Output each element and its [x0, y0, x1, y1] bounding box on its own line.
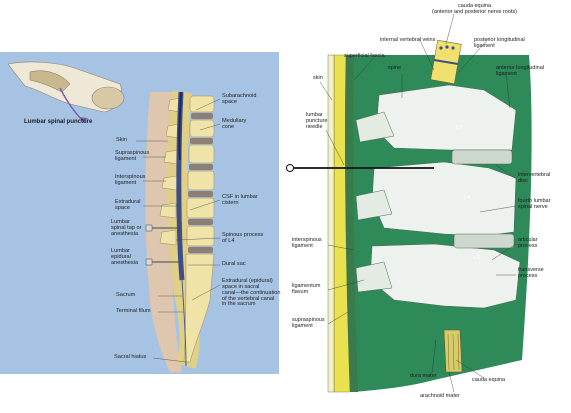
- label-l4: L4: [464, 195, 471, 201]
- label-dura: dura mater: [410, 373, 437, 379]
- label-sacrum: Sacrum: [116, 292, 136, 298]
- label-spine: spine: [388, 65, 402, 71]
- label-terminal-filum: Terminal filum: [116, 308, 151, 314]
- label-internal-veins: internal vertebral veins: [380, 37, 436, 43]
- label-skin: Skin: [116, 137, 127, 143]
- label-sacral-hiatus: Sacral hiatus: [114, 354, 147, 360]
- label-skin-r: skin: [313, 75, 323, 81]
- vertebral-column: [145, 90, 215, 369]
- spinal-cord: [178, 91, 182, 161]
- label-lumbar-needle: lumbar puncture needle: [306, 112, 328, 130]
- left-panel: Lumbar spinal puncture Skin Supraspinous…: [0, 0, 281, 413]
- label-csf: CSF in lumbar cistern: [222, 194, 258, 206]
- left-background: [0, 52, 279, 374]
- label-cauda-top: cauda equina (anterior and posterior ner…: [432, 3, 517, 15]
- label-lumbar-tap: Lumbar spinal tap or anesthesia: [111, 219, 142, 237]
- label-supraspinous: Supraspinous ligament: [115, 150, 150, 162]
- right-illustration: [284, 0, 571, 413]
- label-spinous: Spinous process of L4: [222, 232, 264, 244]
- label-interspinous-r: interspinous ligament: [292, 237, 322, 249]
- label-transverse: transverse process: [518, 267, 544, 279]
- label-subarachnoid: Subarachnoid space: [222, 93, 257, 105]
- label-dural-sac: Dural sac: [222, 261, 246, 267]
- label-lumbar-epidural: Lumbar epidural anesthesia: [111, 248, 139, 266]
- label-arachnoid: arachnoid mater: [420, 393, 460, 399]
- filum: [181, 279, 187, 367]
- label-anterior-long: anterior longitudinal ligament: [496, 65, 545, 77]
- label-ligamentum-flavum: ligamentum flavum: [292, 283, 321, 295]
- cauda-equina-top: [430, 39, 462, 85]
- patient-figure: [7, 61, 125, 123]
- label-extradural-sacral: Extradural (epidural) space in sacral ca…: [222, 278, 281, 308]
- supraspinous-strip: [345, 55, 358, 392]
- vertebrae: [369, 84, 521, 309]
- label-l3: L3: [456, 125, 463, 131]
- left-illustration: [0, 52, 279, 374]
- label-extradural: Extradural space: [115, 199, 141, 211]
- label-interspinous: Interspinous ligament: [115, 174, 146, 186]
- label-l5: L5: [474, 255, 481, 261]
- skin-layer: [327, 54, 335, 393]
- label-posterior-long: posterior longitudinal ligament: [474, 37, 525, 49]
- label-medullary: Medullary cone: [222, 118, 247, 130]
- needle-hub: [286, 164, 294, 172]
- label-fourth-nerve: fourth lumbar spinal nerve: [518, 198, 551, 210]
- label-supraspinous-r: supraspinous ligament: [292, 317, 325, 329]
- left-title: Lumbar spinal puncture: [24, 119, 93, 125]
- right-panel: cauda equina (anterior and posterior ner…: [284, 0, 571, 413]
- label-superficial-fascia: superficial fascia: [344, 53, 385, 59]
- label-intervertebral-disc: intervertebral disc: [518, 172, 551, 184]
- cauda-equina-bottom: [443, 329, 463, 373]
- label-cauda-bottom: cauda equina: [472, 377, 506, 383]
- patient-head: [91, 86, 125, 110]
- label-articular: articular process: [518, 237, 538, 249]
